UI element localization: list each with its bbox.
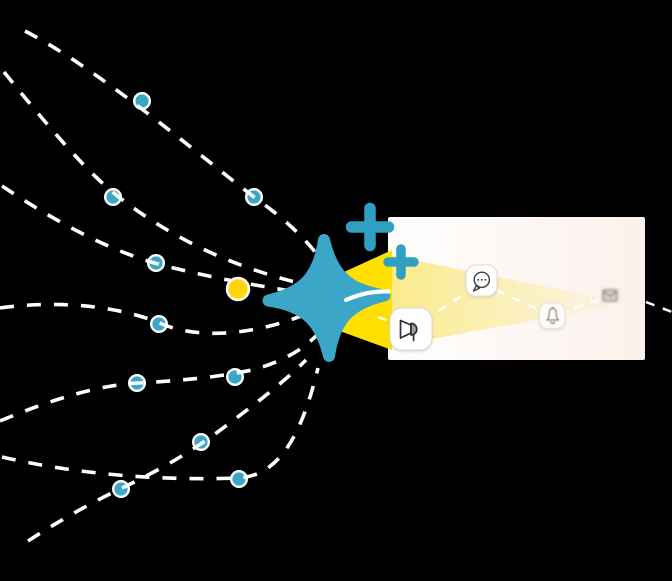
trajectory-line (27, 358, 308, 543)
trajectory-dot (229, 470, 248, 489)
bell-icon (539, 302, 566, 329)
trajectory-line (0, 330, 322, 423)
megaphone-icon (389, 307, 433, 351)
sparkle-star (262, 234, 391, 362)
origin-dot (225, 276, 251, 302)
trajectory-dot (132, 91, 151, 110)
trajectory-lines (0, 29, 672, 543)
trajectory-line (24, 29, 325, 264)
trajectory-line (0, 302, 316, 336)
trajectory-line-continuation (645, 300, 672, 314)
trajectory-line (2, 70, 316, 289)
light-beam-soft (388, 255, 628, 347)
trajectory-line (1, 367, 320, 481)
trajectory-line (1, 184, 317, 297)
trajectory-dot (111, 480, 130, 499)
plus-icon (383, 244, 419, 280)
star-highlight-streak (343, 289, 392, 303)
plus-icon (345, 202, 395, 252)
plus-icons (345, 202, 419, 280)
envelope-icon (600, 287, 620, 303)
chat-bubble-icon (465, 264, 498, 297)
